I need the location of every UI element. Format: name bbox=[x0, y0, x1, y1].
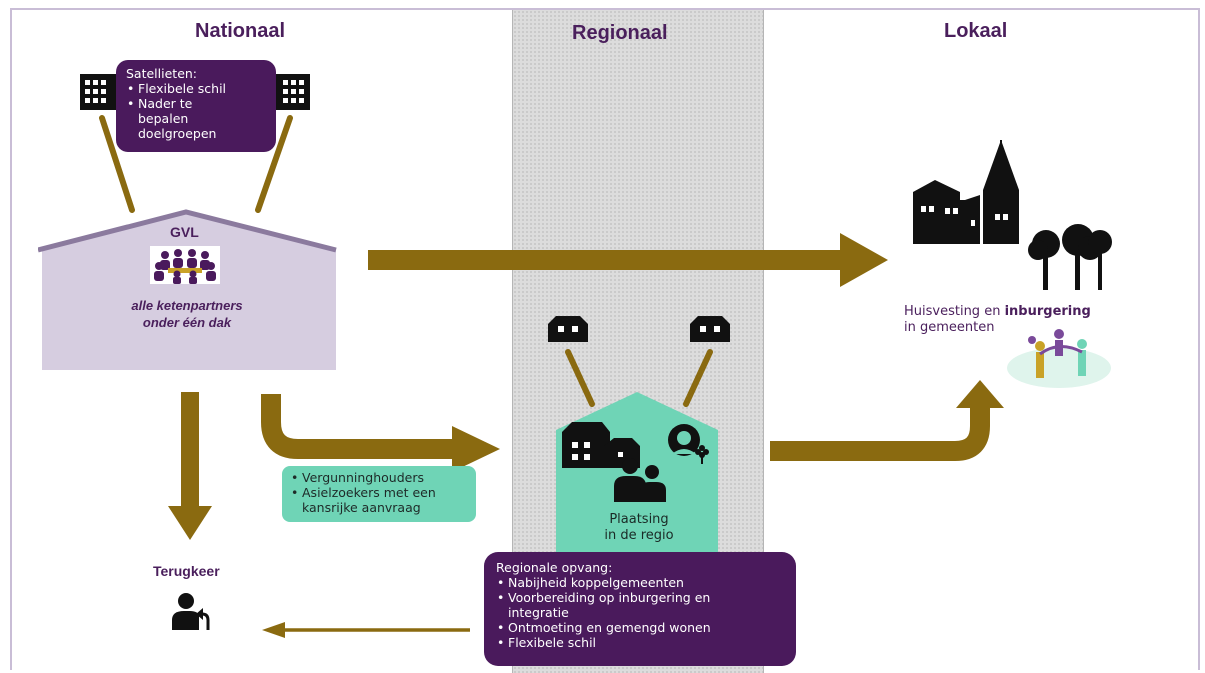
list-item: Nabijheid koppelgemeenten bbox=[496, 575, 784, 590]
regional-shelter-title: Regionale opvang: bbox=[496, 560, 613, 575]
satellite-tethers bbox=[99, 115, 713, 407]
local-housing-text: Huisvesting en inburgering in gemeenten bbox=[904, 304, 1091, 336]
local-housing-line1: Huisvesting en inburgering bbox=[904, 304, 1091, 320]
list-item: Vergunninghouders bbox=[290, 470, 468, 485]
local-housing-bold: inburgering bbox=[1004, 304, 1091, 319]
building-icon bbox=[80, 74, 118, 110]
arrow-regional-to-return bbox=[262, 622, 470, 638]
regional-shelter-box: Regionale opvang: Nabijheid koppelgemeen… bbox=[484, 552, 796, 666]
outer-frame bbox=[10, 8, 1200, 670]
satellites-list: Flexibele schil Nader te bepalen doelgro… bbox=[126, 81, 266, 141]
trees-icon bbox=[1028, 224, 1112, 290]
house-icon bbox=[690, 316, 730, 342]
placement-label: Plaatsing in de regio bbox=[596, 512, 682, 544]
column-title-regional: Regionaal bbox=[572, 22, 668, 44]
gvl-subtitle: alle ketenpartners onder één dak bbox=[92, 297, 282, 331]
arrow-to-return bbox=[168, 392, 212, 540]
column-title-local: Lokaal bbox=[944, 20, 1008, 42]
community-circle-icon bbox=[1007, 329, 1111, 388]
placement-line2: in de regio bbox=[604, 528, 674, 543]
local-housing-prefix: Huisvesting en bbox=[904, 304, 1005, 319]
gvl-subtitle-line1: alle ketenpartners bbox=[131, 298, 243, 313]
list-item: Ontmoeting en gemengd wonen bbox=[496, 620, 784, 635]
target-groups-list: Vergunninghouders Asielzoekers met een k… bbox=[290, 470, 468, 515]
town-church-icon bbox=[913, 140, 1019, 244]
gvl-title: GVL bbox=[170, 224, 199, 240]
column-title-national: Nationaal bbox=[195, 20, 286, 42]
list-item: Flexibele schil bbox=[496, 635, 784, 650]
arrow-gvl-to-region bbox=[261, 394, 500, 472]
arrow-region-to-local bbox=[770, 380, 1004, 461]
person-return-icon bbox=[172, 593, 210, 630]
list-item: Asielzoekers met een kansrijke aanvraag bbox=[290, 485, 468, 515]
people-meeting-icon bbox=[150, 246, 220, 284]
regional-shelter-list: Nabijheid koppelgemeenten Voorbereiding … bbox=[496, 575, 784, 650]
person-flower-icon bbox=[668, 424, 709, 464]
placement-line1: Plaatsing bbox=[609, 512, 669, 527]
target-groups-box: Vergunninghouders Asielzoekers met een k… bbox=[282, 466, 476, 522]
house-icon bbox=[548, 316, 588, 342]
satellites-title: Satellieten: bbox=[126, 66, 198, 81]
satellites-box: Satellieten: Flexibele schil Nader te be… bbox=[116, 60, 276, 152]
list-item: Nader te bepalen doelgroepen bbox=[126, 96, 228, 141]
gvl-subtitle-line2: onder één dak bbox=[142, 315, 232, 330]
list-item: Voorbereiding op inburgering en integrat… bbox=[496, 590, 753, 620]
local-housing-line2: in gemeenten bbox=[904, 320, 995, 335]
return-label: Terugkeer bbox=[153, 563, 220, 579]
building-icon bbox=[272, 74, 310, 110]
list-item: Flexibele schil bbox=[126, 81, 266, 96]
family-icon bbox=[614, 458, 666, 502]
gvl-house-shape bbox=[38, 209, 337, 370]
arrow-gvl-to-local bbox=[368, 233, 888, 287]
